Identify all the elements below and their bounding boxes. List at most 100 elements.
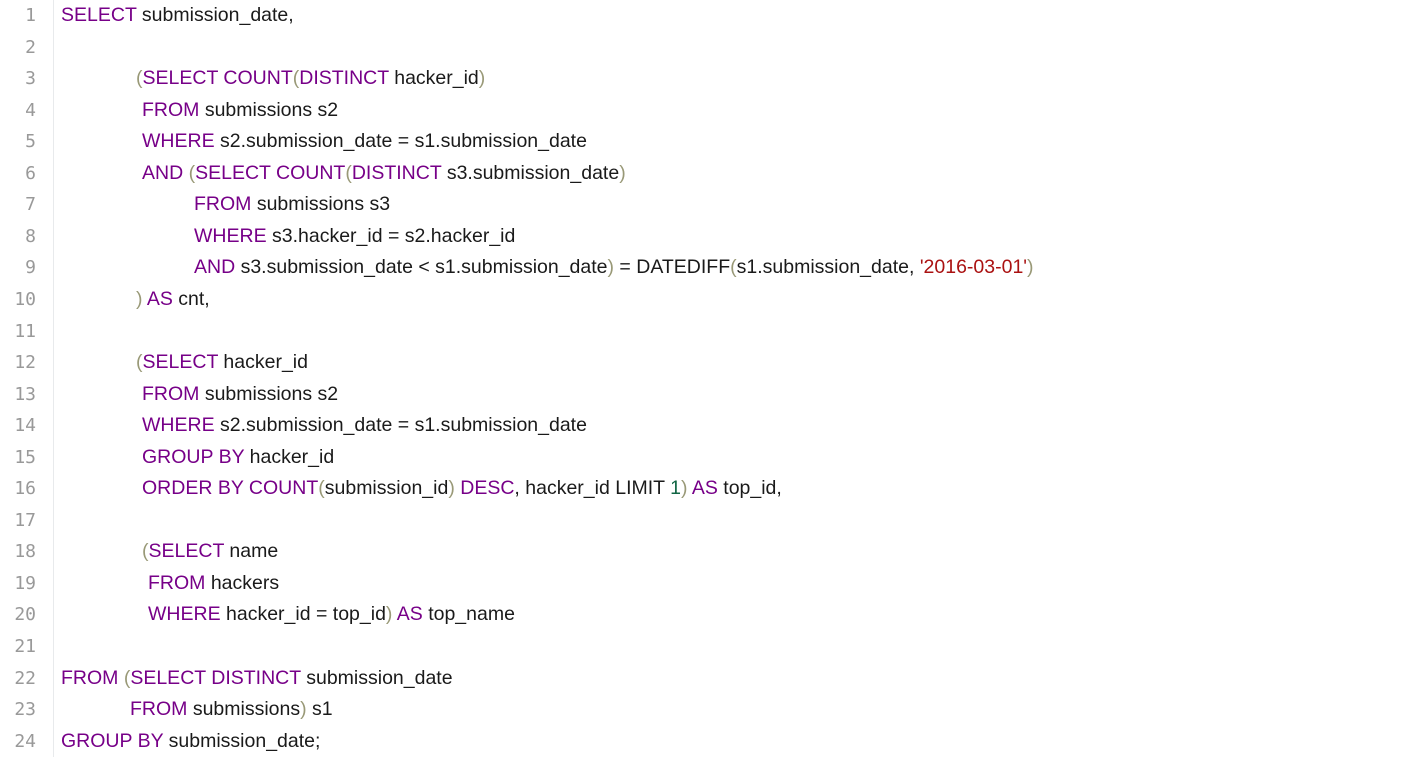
- code-line[interactable]: (SELECT name: [142, 536, 278, 568]
- token-plain: s1.submission_date,: [736, 256, 920, 279]
- token-keyword: SELECT: [61, 4, 137, 26]
- code-line[interactable]: (SELECT hacker_id: [136, 347, 308, 379]
- line-number: 22: [14, 667, 36, 689]
- token-plain: hackers: [205, 571, 280, 594]
- code-line[interactable]: FROM (SELECT DISTINCT submission_date: [61, 663, 453, 695]
- token-bracket: ): [1027, 256, 1034, 279]
- token-keyword: WHERE: [142, 414, 215, 437]
- line-number: 3: [25, 68, 36, 90]
- token-keyword: FROM: [142, 382, 200, 405]
- token-plain: s2.submission_date = s1.submission_date: [214, 130, 587, 153]
- token-keyword: AS: [691, 477, 718, 500]
- token-keyword: SELECT DISTINCT: [130, 666, 301, 689]
- token-keyword: SELECT: [142, 351, 219, 374]
- token-bracket: (: [318, 477, 325, 500]
- token-keyword: FROM: [142, 98, 200, 121]
- token-keyword: DISTINCT: [351, 161, 442, 184]
- line-number: 9: [25, 257, 36, 279]
- line-number: 21: [14, 636, 36, 657]
- token-bracket: (: [123, 666, 131, 689]
- line-number: 2: [25, 36, 36, 58]
- code-line[interactable]: FROM submissions s3: [194, 189, 390, 221]
- token-bracket: (: [136, 67, 143, 90]
- code-line[interactable]: ) AS cnt,: [136, 284, 210, 316]
- token-plain: name: [224, 540, 279, 563]
- token-bracket: ): [681, 477, 688, 500]
- token-plain: submissions s3: [251, 193, 391, 216]
- token-plain: hacker_id: [244, 445, 335, 468]
- token-plain: s3.submission_date: [441, 161, 620, 184]
- line-number: 6: [25, 162, 36, 184]
- token-bracket: (: [136, 351, 143, 374]
- token-keyword: SELECT COUNT: [142, 67, 293, 90]
- line-number: 5: [25, 131, 36, 153]
- token-keyword: WHERE: [148, 603, 221, 626]
- token-plain: s3.hacker_id = s2.hacker_id: [266, 224, 516, 247]
- token-keyword: DISTINCT: [299, 67, 389, 90]
- token-bracket: (: [188, 161, 196, 184]
- token-keyword: AS: [146, 287, 173, 310]
- token-bracket: (: [345, 161, 352, 184]
- line-number: 23: [14, 699, 36, 721]
- token-keyword: AND: [142, 161, 184, 184]
- token-plain: hacker_id: [388, 67, 479, 90]
- token-keyword: GROUP BY: [142, 445, 245, 468]
- token-plain: submission_date;: [163, 729, 321, 752]
- code-line[interactable]: WHERE s2.submission_date = s1.submission…: [142, 126, 587, 158]
- line-number: 16: [14, 478, 36, 500]
- token-string: '2016-03-01': [919, 256, 1028, 279]
- token-plain: submission_date: [300, 666, 453, 689]
- code-line[interactable]: FROM submissions) s1: [130, 694, 333, 726]
- token-keyword: FROM: [130, 698, 188, 721]
- token-bracket: ): [448, 477, 455, 500]
- code-text-area[interactable]: SELECT submission_date,(SELECT COUNT(DIS…: [61, 0, 1419, 757]
- line-number: 10: [14, 288, 36, 310]
- token-keyword: FROM: [148, 571, 206, 594]
- token-plain: = DATEDIFF: [614, 256, 731, 279]
- token-plain: submission_id: [324, 477, 449, 500]
- line-number: 18: [14, 541, 36, 563]
- token-keyword: GROUP BY: [61, 729, 164, 752]
- code-line[interactable]: ORDER BY COUNT(submission_id) DESC, hack…: [142, 473, 782, 505]
- code-line[interactable]: AND s3.submission_date < s1.submission_d…: [194, 252, 1034, 284]
- token-bracket: ): [300, 698, 307, 721]
- token-keyword: AS: [396, 603, 423, 626]
- code-line[interactable]: GROUP BY hacker_id: [142, 442, 334, 474]
- token-keyword: SELECT COUNT: [195, 161, 346, 184]
- token-plain: s3.submission_date < s1.submission_date: [235, 256, 608, 279]
- line-number: 17: [14, 509, 36, 531]
- code-line[interactable]: AND (SELECT COUNT(DISTINCT s3.submission…: [142, 158, 626, 190]
- token-keyword: FROM: [194, 193, 252, 216]
- code-line[interactable]: (SELECT COUNT(DISTINCT hacker_id): [136, 63, 485, 95]
- token-plain: submissions s2: [199, 382, 339, 405]
- token-plain: hacker_id = top_id: [220, 603, 386, 626]
- token-keyword: FROM: [61, 666, 119, 689]
- token-keyword: AND: [194, 256, 236, 279]
- line-number: 19: [14, 572, 36, 594]
- token-bracket: (: [292, 67, 300, 90]
- code-line[interactable]: WHERE hacker_id = top_id) AS top_name: [148, 599, 515, 631]
- code-line[interactable]: WHERE s2.submission_date = s1.submission…: [142, 410, 587, 442]
- line-number: 12: [14, 352, 36, 374]
- code-line[interactable]: WHERE s3.hacker_id = s2.hacker_id: [194, 221, 515, 253]
- token-bracket: ): [478, 67, 486, 90]
- token-plain: top_name: [422, 603, 515, 626]
- token-plain: submissions: [187, 698, 301, 721]
- token-plain: s2.submission_date = s1.submission_date: [214, 414, 587, 437]
- token-bracket: ): [385, 603, 393, 626]
- token-plain: submissions s2: [199, 98, 339, 121]
- token-bracket: ): [136, 287, 143, 310]
- code-line[interactable]: FROM hackers: [148, 568, 279, 600]
- token-plain: s1: [306, 698, 333, 721]
- token-keyword: ORDER BY COUNT: [142, 477, 319, 500]
- token-bracket: (: [730, 256, 737, 279]
- code-line[interactable]: GROUP BY submission_date;: [61, 726, 320, 757]
- line-number: 1: [25, 5, 36, 26]
- token-keyword: SELECT: [148, 540, 225, 563]
- token-plain: cnt,: [172, 287, 210, 310]
- code-line[interactable]: FROM submissions s2: [142, 379, 338, 411]
- code-line[interactable]: FROM submissions s2: [142, 95, 338, 127]
- line-number: 15: [14, 446, 36, 468]
- code-line[interactable]: SELECT submission_date,: [61, 0, 294, 32]
